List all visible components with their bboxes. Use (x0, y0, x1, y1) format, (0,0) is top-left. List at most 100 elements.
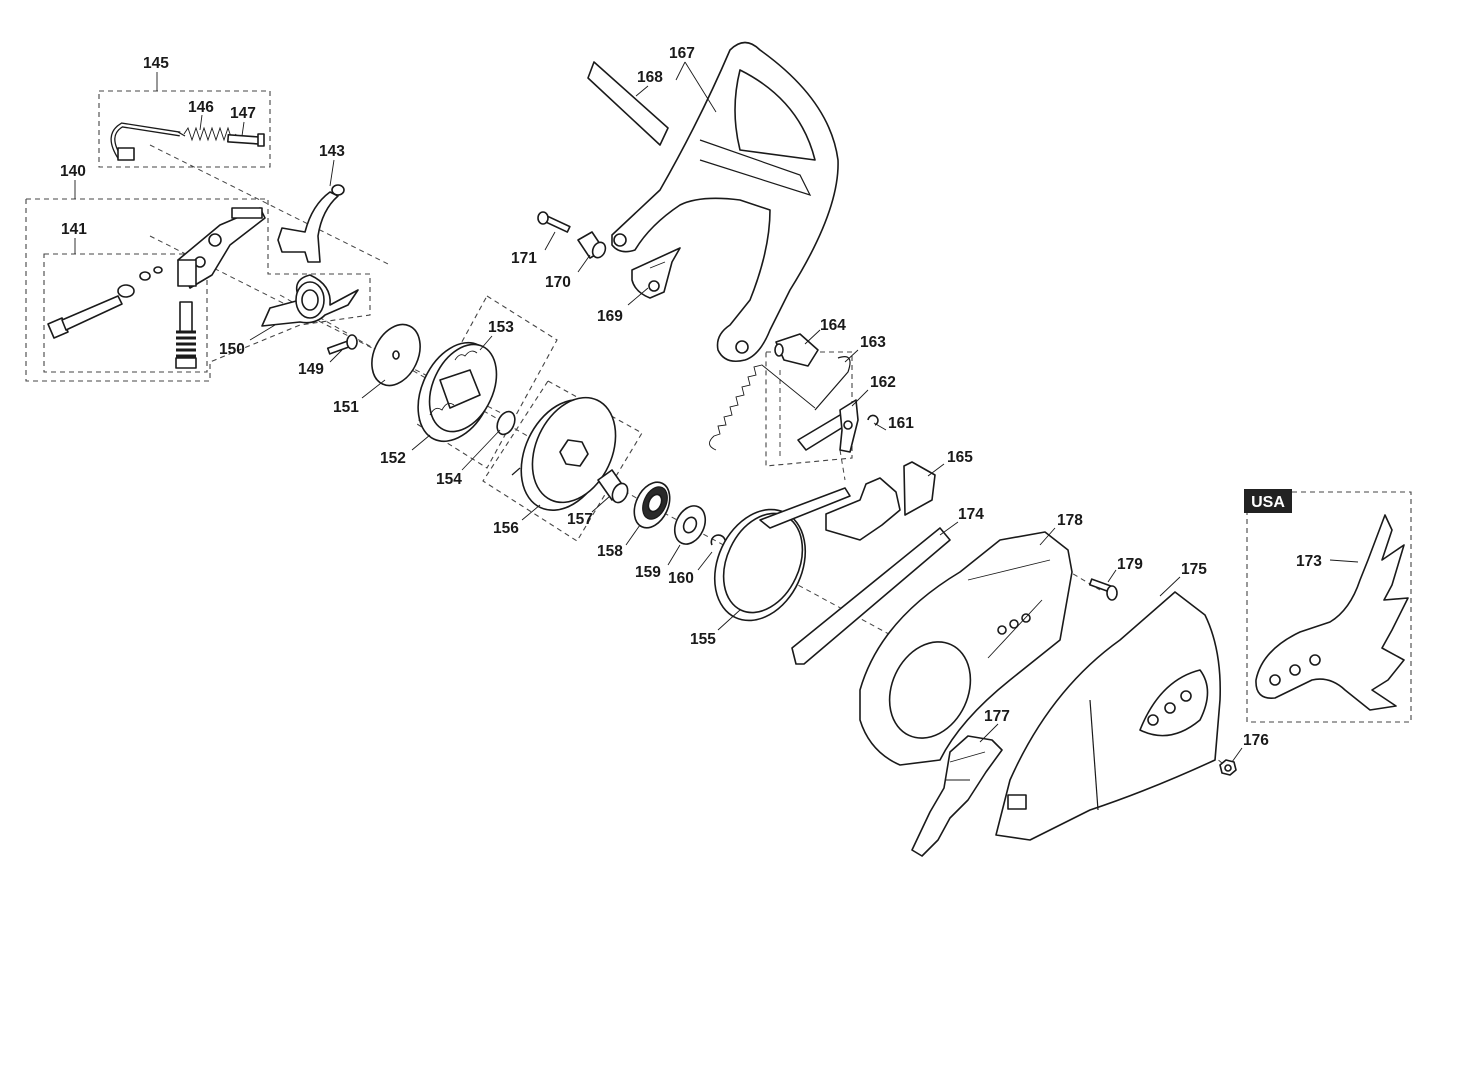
leader-173 (1329, 559, 1359, 563)
leader-167b (684, 61, 717, 113)
label-178: 178 (1057, 512, 1083, 529)
label-154: 154 (436, 471, 462, 488)
spring-part-146 (183, 126, 237, 142)
label-175: 175 (1181, 561, 1207, 578)
cover-part-175 (995, 591, 1222, 841)
group-box-usa (1246, 491, 1412, 723)
leader-175 (1159, 576, 1181, 597)
label-150: 150 (219, 341, 245, 358)
label-168: 168 (637, 69, 663, 86)
group-box-152 (416, 295, 558, 469)
screw-part-179 (1088, 578, 1118, 601)
spring-part-163 (709, 356, 851, 451)
leader-157 (591, 495, 611, 513)
leader-179 (1107, 569, 1117, 583)
clutch-part-152 (417, 341, 498, 443)
label-173: 173 (1296, 553, 1322, 570)
leader-165 (927, 463, 945, 477)
pump-plunger (175, 301, 197, 369)
leader-176 (1231, 747, 1243, 763)
leader-160 (697, 551, 713, 571)
label-170: 170 (545, 274, 571, 291)
leader-167a (675, 61, 686, 81)
strip-part-174 (791, 527, 951, 665)
leader-153 (479, 335, 493, 351)
bushing-part-170 (577, 231, 607, 259)
label-174: 174 (958, 506, 984, 523)
leader-154 (461, 429, 501, 471)
leader-158 (625, 524, 641, 546)
label-164: 164 (820, 317, 846, 334)
tensioner-part-177 (911, 735, 1003, 857)
leader-168 (635, 85, 649, 97)
leader-149 (329, 349, 343, 363)
washer-part-151 (371, 323, 421, 387)
clutch-drum-part-156 (511, 396, 617, 512)
label-156: 156 (493, 520, 519, 537)
group-box-162 (765, 351, 853, 467)
label-140: 140 (60, 163, 86, 180)
label-163: 163 (860, 334, 886, 351)
label-143: 143 (319, 143, 345, 160)
knob-part-164 (774, 333, 819, 367)
leader-159 (667, 544, 681, 566)
label-167: 167 (669, 45, 695, 62)
label-149: 149 (298, 361, 324, 378)
decal-part-168 (587, 61, 669, 146)
label-179: 179 (1117, 556, 1143, 573)
group-box-145 (98, 90, 271, 168)
leader-152 (411, 434, 431, 451)
label-169: 169 (597, 308, 623, 325)
label-161: 161 (888, 415, 914, 432)
leader-171 (544, 231, 556, 251)
leader-170 (577, 254, 591, 273)
label-176: 176 (1243, 732, 1269, 749)
label-151: 151 (333, 399, 359, 416)
leader-164 (804, 329, 821, 345)
leader-151 (361, 379, 386, 399)
guide-plate-part-150 (261, 274, 359, 327)
leader-162 (851, 389, 869, 407)
label-171: 171 (511, 250, 537, 267)
leader-163 (844, 349, 859, 363)
label-153: 153 (488, 319, 514, 336)
leader-174 (939, 521, 959, 536)
oil-pump-part-140 (177, 207, 266, 289)
usa-badge (1244, 489, 1292, 513)
label-141: 141 (61, 221, 87, 238)
leader-146 (199, 114, 203, 131)
washer-part-159 (673, 505, 707, 545)
leader-156 (521, 504, 541, 521)
usa-badge-text: USA (1251, 494, 1285, 511)
label-159: 159 (635, 564, 661, 581)
lever-part-162 (797, 399, 859, 453)
leader-177 (979, 723, 999, 743)
label-145: 145 (143, 55, 169, 72)
bolt-part-147 (227, 133, 265, 147)
leader-143 (329, 159, 335, 187)
bearing-part-157 (597, 469, 629, 504)
oil-hose-part-145 (110, 122, 186, 161)
label-158: 158 (597, 543, 623, 560)
label-177: 177 (984, 708, 1010, 725)
leader-178 (1039, 527, 1056, 546)
ring-part-154 (496, 410, 516, 436)
label-147: 147 (230, 105, 256, 122)
pipe-part-143 (277, 184, 345, 263)
spike-part-173 (1255, 514, 1409, 711)
leader-155 (717, 609, 741, 631)
plate-part-178 (859, 531, 1073, 766)
label-160: 160 (668, 570, 694, 587)
label-157: 157 (567, 511, 593, 528)
leader-169 (627, 287, 649, 306)
leader-147 (241, 121, 245, 137)
foam-part-165 (825, 461, 936, 541)
label-165: 165 (947, 449, 973, 466)
brake-band-part-155 (713, 487, 851, 622)
leader-161 (873, 422, 887, 431)
front-handle-part-167 (611, 41, 839, 363)
nut-part-176 (1219, 759, 1237, 776)
group-box-141 (43, 253, 208, 373)
